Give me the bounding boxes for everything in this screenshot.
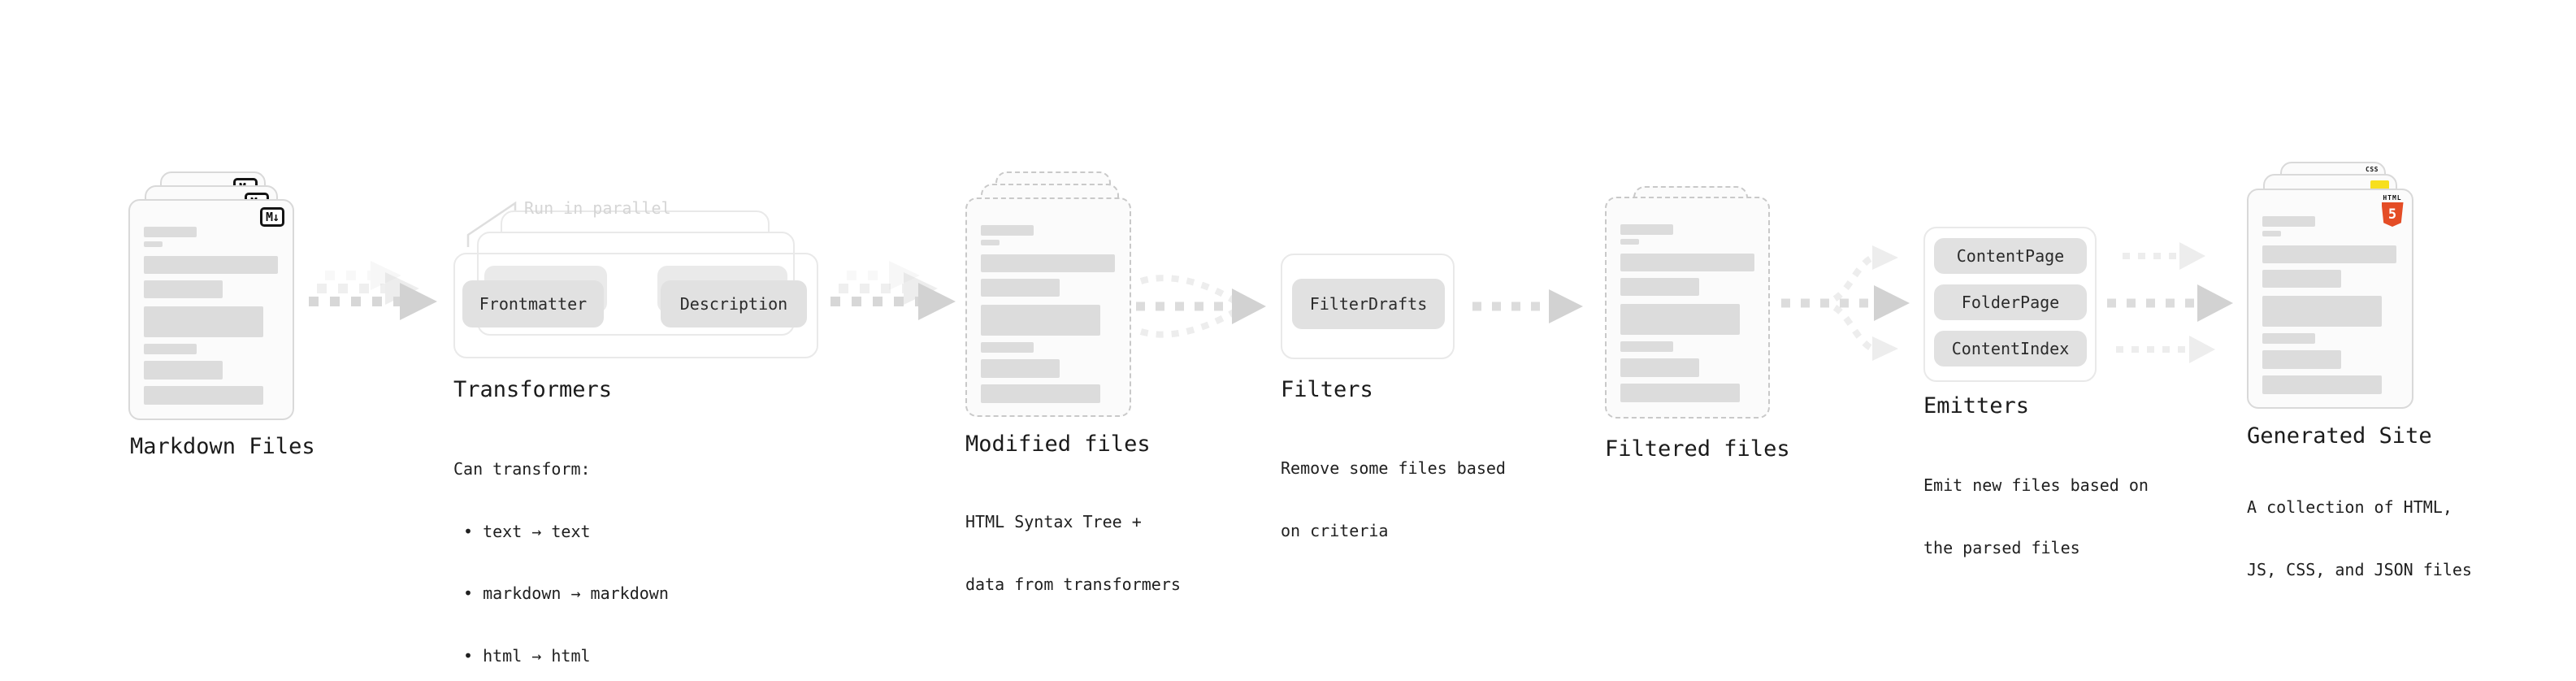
- flow-arrow-filtered-to-emitters: [1781, 245, 1910, 361]
- doc-placeholder-line: [1620, 304, 1740, 335]
- transformer-row-front: [453, 253, 818, 358]
- doc-placeholder-line: [144, 280, 223, 298]
- modified-files-note: HTML Syntax Tree + data from transformer…: [965, 471, 1181, 636]
- modified-files-note-line: data from transformers: [965, 574, 1181, 594]
- doc-placeholder-line: [981, 254, 1115, 272]
- doc-placeholder-line: [981, 342, 1034, 353]
- markdown-file-card-front: M↓: [128, 199, 294, 420]
- transformers-bullet: • text → text: [463, 521, 591, 541]
- doc-placeholder-line: [144, 361, 223, 380]
- filterdrafts-box: FilterDrafts: [1292, 279, 1445, 329]
- flow-arrow-modified-to-filters: [1136, 275, 1266, 338]
- run-in-parallel-annotation: Run in parallel: [524, 198, 671, 218]
- transformers-note-heading: Can transform:: [453, 459, 591, 479]
- doc-placeholder-line: [2262, 296, 2382, 327]
- html5-icon: HTML 5: [2378, 194, 2407, 227]
- filtered-file-card-front: [1605, 197, 1770, 419]
- transformers-bullet: • html → html: [463, 645, 591, 666]
- markdown-icon: M↓: [259, 207, 284, 227]
- transformers-note: Can transform: • text → text • markdown …: [453, 418, 669, 681]
- doc-placeholder-line: [144, 344, 197, 354]
- flow-arrow-markdown-to-transformers: [309, 261, 437, 320]
- doc-placeholder-line: [144, 256, 278, 274]
- emitters-title: Emitters: [1923, 393, 2030, 419]
- frontmatter-box: Frontmatter: [462, 280, 604, 327]
- doc-placeholder-line: [1620, 341, 1673, 352]
- generated-site-note: A collection of HTML, JS, CSS, and JSON …: [2247, 456, 2472, 622]
- modified-files-note-line: HTML Syntax Tree +: [965, 512, 1142, 531]
- doc-placeholder-line: [144, 386, 263, 405]
- filters-note: Remove some files based on criteria: [1281, 417, 1506, 583]
- flow-arrow-transformers-to-modified: [830, 261, 956, 320]
- html5-icon-word: HTML: [2383, 194, 2402, 202]
- transformers-title: Transformers: [453, 377, 613, 402]
- contentindex-box: ContentIndex: [1934, 331, 2087, 367]
- doc-placeholder-line: [2262, 350, 2341, 369]
- contentpage-box: ContentPage: [1934, 238, 2087, 274]
- modified-files-label: Modified files: [965, 432, 1151, 457]
- doc-placeholder-line: [981, 384, 1100, 403]
- doc-placeholder-line: [2262, 333, 2315, 344]
- generated-site-note-line: A collection of HTML,: [2247, 497, 2452, 517]
- doc-placeholder-line: [2262, 375, 2382, 394]
- filters-title: Filters: [1281, 377, 1373, 402]
- doc-placeholder-line: [2262, 231, 2281, 236]
- doc-placeholder-line: [981, 225, 1034, 236]
- emitters-note: Emit new files based on the parsed files: [1923, 434, 2149, 600]
- markdown-files-label: Markdown Files: [130, 434, 315, 459]
- html5-icon-shield: 5: [2381, 202, 2404, 227]
- filters-note-line: Remove some files based: [1281, 458, 1506, 478]
- css-icon-label: CSS: [2366, 166, 2379, 173]
- doc-placeholder-line: [1620, 278, 1699, 296]
- site-card-html: HTML 5: [2247, 189, 2413, 409]
- doc-placeholder-line: [1620, 384, 1740, 402]
- doc-placeholder-line: [981, 279, 1060, 297]
- folderpage-box: FolderPage: [1934, 284, 2087, 320]
- transformers-bullet: • markdown → markdown: [463, 583, 669, 603]
- doc-placeholder-line: [144, 306, 263, 337]
- doc-placeholder-line: [1620, 254, 1754, 271]
- flow-arrow-filters-to-filtered: [1472, 289, 1583, 323]
- doc-placeholder-line: [144, 241, 163, 247]
- doc-placeholder-line: [2262, 270, 2341, 288]
- modified-file-card-front: [965, 197, 1131, 417]
- generated-site-note-line: JS, CSS, and JSON files: [2247, 559, 2472, 579]
- flow-arrow-emitters-to-site: [2107, 242, 2233, 363]
- doc-placeholder-line: [981, 359, 1060, 378]
- doc-placeholder-line: [2262, 245, 2396, 263]
- filters-note-line: on criteria: [1281, 520, 1389, 540]
- doc-placeholder-line: [981, 305, 1100, 336]
- doc-placeholder-line: [981, 240, 1000, 245]
- description-box: Description: [661, 280, 807, 327]
- doc-placeholder-line: [1620, 239, 1639, 245]
- generated-site-label: Generated Site: [2247, 423, 2432, 449]
- doc-placeholder-line: [1620, 224, 1673, 235]
- doc-placeholder-line: [1620, 358, 1699, 377]
- emitters-note-line: the parsed files: [1923, 537, 2080, 557]
- filtered-files-label: Filtered files: [1605, 436, 1790, 462]
- doc-placeholder-line: [2262, 216, 2315, 227]
- doc-placeholder-line: [144, 227, 197, 237]
- emitters-note-line: Emit new files based on: [1923, 475, 2149, 495]
